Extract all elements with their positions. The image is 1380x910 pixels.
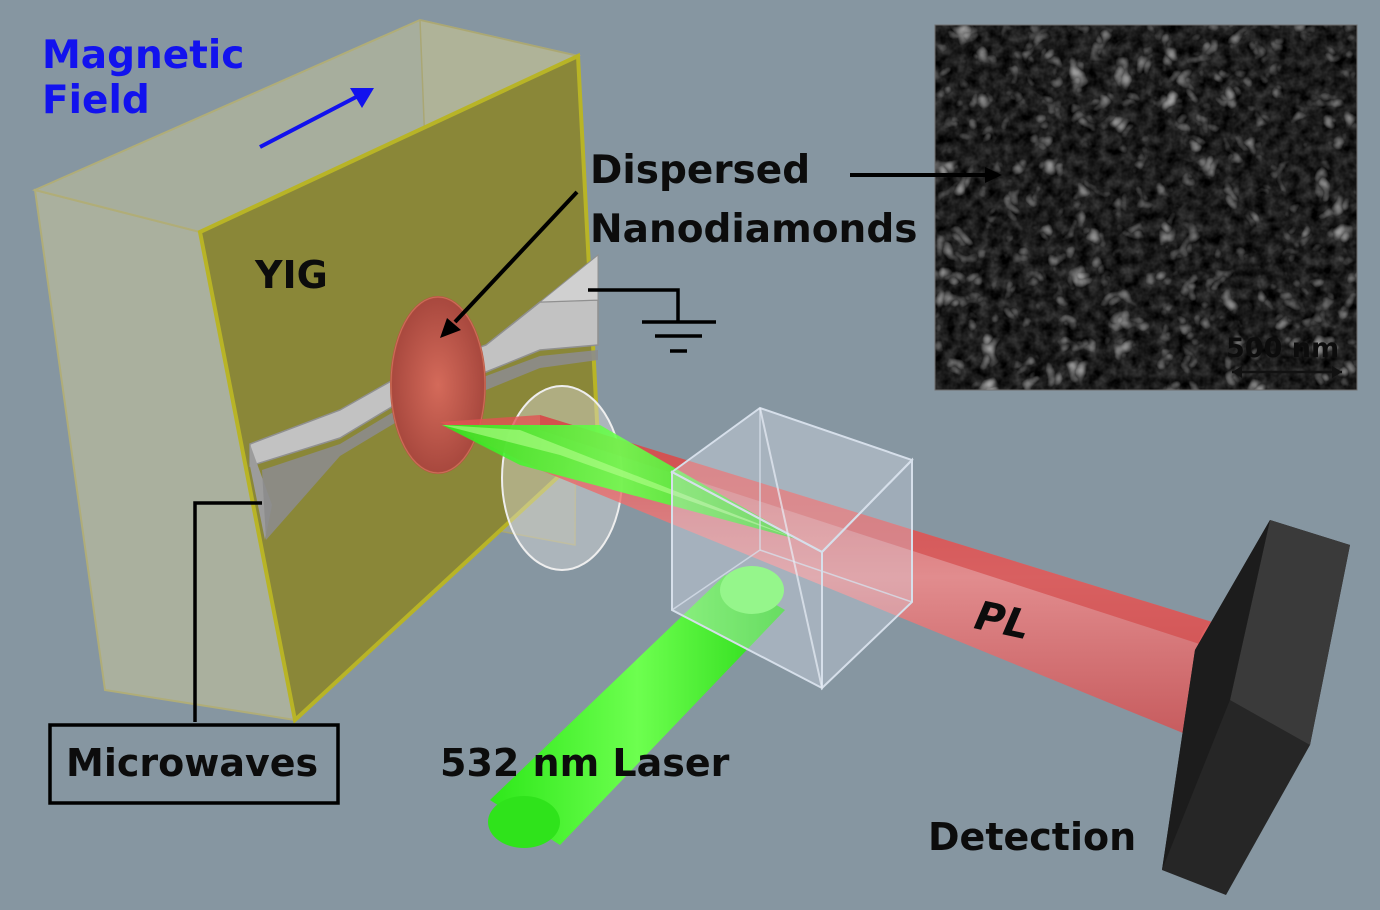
microwave-wire	[193, 501, 262, 722]
nanodiamonds-line-1: Dispersed	[590, 148, 811, 193]
laser-beam	[488, 566, 785, 848]
arrow-to-disk	[453, 190, 579, 324]
detector	[1162, 520, 1350, 895]
field-arrow-icon	[259, 88, 374, 149]
laser-focus-cone	[442, 425, 800, 540]
microwaves-box	[48, 723, 340, 805]
detection-label: Detection	[928, 815, 1137, 859]
ground-wire	[588, 288, 680, 322]
sem-image-inset	[934, 24, 1358, 391]
microwaves-label: Microwaves	[66, 741, 319, 785]
beamsplitter-cube	[670, 406, 914, 691]
magnetic-field-line-2: Field	[42, 77, 150, 123]
magnetic-field-label: Magnetic Field	[42, 33, 245, 124]
ground-icon	[642, 320, 716, 353]
scale-bar-label: 500 nm	[1226, 333, 1340, 364]
magnetic-field-line-1: Magnetic	[42, 33, 245, 78]
nanodiamond-disk	[390, 296, 486, 474]
yig-label: YIG	[255, 253, 328, 297]
dispersed-nanodiamonds-label: Dispersed Nanodiamonds	[590, 142, 917, 259]
nanodiamonds-line-2: Nanodiamonds	[590, 206, 918, 252]
laser-label: 532 nm Laser	[440, 741, 730, 785]
